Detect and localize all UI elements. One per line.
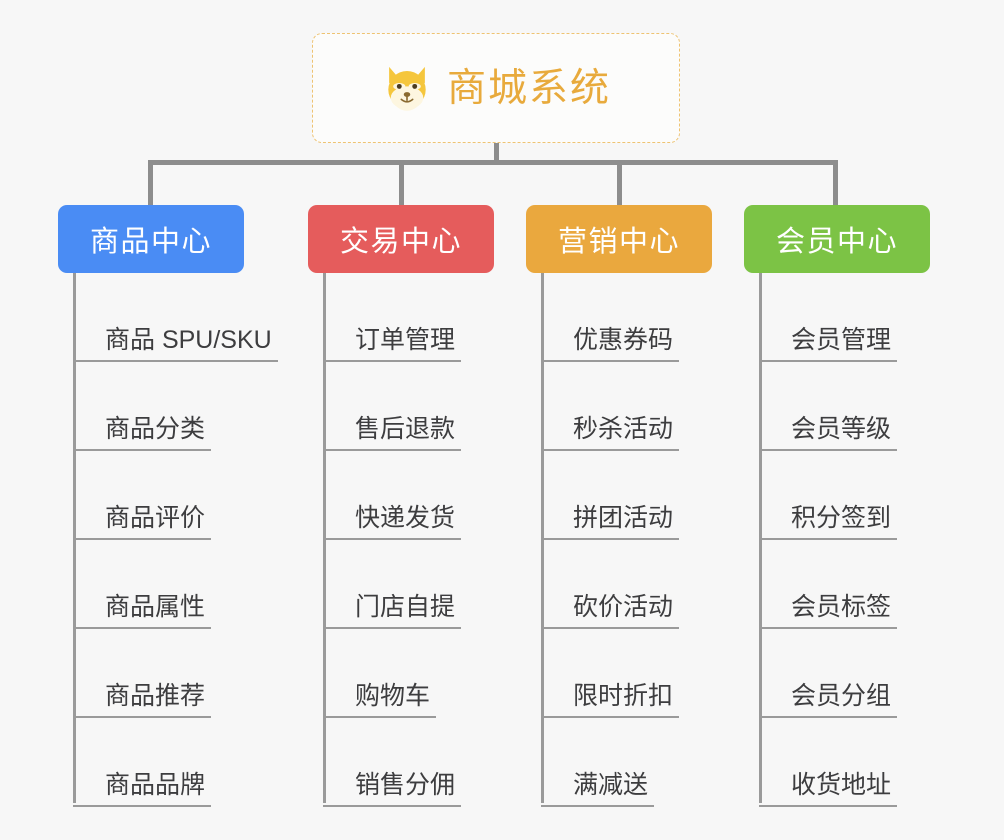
leaf-item[interactable]: 会员分组: [759, 629, 898, 718]
branch-header-label-2: 交易中心: [339, 226, 462, 258]
leaf-item[interactable]: 订单管理: [323, 273, 462, 362]
leaf-item[interactable]: 积分签到: [759, 451, 898, 540]
leaf-label: 快递发货: [323, 504, 462, 540]
branch-header-1[interactable]: 商品中心: [58, 205, 244, 273]
connector-root-stem: [494, 143, 499, 165]
leaf-item[interactable]: 商品分类: [73, 362, 278, 451]
connector-horizontal-bus: [149, 160, 837, 165]
leaf-label: 砍价活动: [541, 593, 680, 629]
leaf-item[interactable]: 销售分佣: [323, 718, 462, 807]
leaf-item[interactable]: 商品评价: [73, 451, 278, 540]
connector-drop-3: [617, 160, 622, 205]
leaf-item[interactable]: 售后退款: [323, 362, 462, 451]
branch-商品中心: 商品中心 商品 SPU/SKU 商品分类 商品评价 商品属性 商品推荐 商品品牌: [58, 205, 308, 807]
branch-header-2[interactable]: 交易中心: [308, 205, 494, 273]
leaf-label: 会员标签: [759, 593, 898, 629]
leaf-label: 售后退款: [323, 415, 462, 451]
leaf-item[interactable]: 优惠券码: [541, 273, 680, 362]
leaf-item[interactable]: 会员等级: [759, 362, 898, 451]
connector-drop-4: [833, 160, 838, 205]
leaf-label: 优惠券码: [541, 326, 680, 362]
root-title: 商城系统: [446, 66, 611, 110]
leaf-item[interactable]: 购物车: [323, 629, 461, 718]
leaf-label: 商品属性: [73, 593, 212, 629]
leaf-item[interactable]: 商品 SPU/SKU: [73, 273, 278, 362]
leaf-item[interactable]: 限时折扣: [541, 629, 680, 718]
leaf-label: 商品 SPU/SKU: [73, 326, 278, 362]
branch-spine-4: [759, 273, 762, 803]
leaf-item[interactable]: 会员管理: [759, 273, 898, 362]
leaf-label: 收货地址: [759, 771, 898, 807]
leaf-item[interactable]: 收货地址: [759, 718, 898, 807]
leaf-item[interactable]: 秒杀活动: [541, 362, 680, 451]
leaf-label: 会员管理: [759, 326, 898, 362]
shiba-dog-emoji-icon: [388, 66, 426, 111]
leaf-item[interactable]: 门店自提: [323, 540, 462, 629]
connector-drop-1: [148, 160, 153, 205]
leaf-item[interactable]: 会员标签: [759, 540, 898, 629]
leaf-label: 商品品牌: [73, 771, 212, 807]
branch-header-4[interactable]: 会员中心: [744, 205, 930, 273]
branch-spine-1: [73, 273, 76, 803]
branch-header-3[interactable]: 营销中心: [526, 205, 712, 273]
branch-spine-2: [323, 273, 326, 803]
branch-营销中心: 营销中心 优惠券码 秒杀活动 拼团活动 砍价活动 限时折扣 满减送: [526, 205, 744, 807]
leaf-label: 积分签到: [759, 504, 898, 540]
connector-drop-2: [399, 160, 404, 205]
branch-header-label-3: 营销中心: [557, 226, 680, 258]
leaf-list-4: 会员管理 会员等级 积分签到 会员标签 会员分组 收货地址: [759, 273, 898, 807]
leaf-item[interactable]: 满减送: [541, 718, 679, 807]
leaf-label: 拼团活动: [541, 504, 680, 540]
leaf-item[interactable]: 商品推荐: [73, 629, 278, 718]
leaf-list-3: 优惠券码 秒杀活动 拼团活动 砍价活动 限时折扣 满减送: [541, 273, 680, 807]
leaf-label: 限时折扣: [541, 682, 680, 718]
leaf-list-1: 商品 SPU/SKU 商品分类 商品评价 商品属性 商品推荐 商品品牌: [73, 273, 278, 807]
leaf-label: 商品推荐: [73, 682, 212, 718]
leaf-item[interactable]: 商品属性: [73, 540, 278, 629]
leaf-item[interactable]: 快递发货: [323, 451, 462, 540]
leaf-label: 商品评价: [73, 504, 212, 540]
branch-spine-3: [541, 273, 544, 803]
leaf-label: 秒杀活动: [541, 415, 680, 451]
branch-会员中心: 会员中心 会员管理 会员等级 积分签到 会员标签 会员分组 收货地址: [744, 205, 964, 807]
leaf-label: 购物车: [323, 682, 437, 718]
leaf-item[interactable]: 砍价活动: [541, 540, 680, 629]
leaf-item[interactable]: 商品品牌: [73, 718, 278, 807]
leaf-label: 商品分类: [73, 415, 212, 451]
leaf-label: 会员分组: [759, 682, 898, 718]
branch-header-label-1: 商品中心: [89, 226, 212, 258]
branch-header-label-4: 会员中心: [775, 226, 898, 258]
leaf-label: 订单管理: [323, 326, 462, 362]
leaf-item[interactable]: 拼团活动: [541, 451, 680, 540]
leaf-label: 满减送: [541, 771, 655, 807]
leaf-label: 会员等级: [759, 415, 898, 451]
leaf-list-2: 订单管理 售后退款 快递发货 门店自提 购物车 销售分佣: [323, 273, 462, 807]
leaf-label: 门店自提: [323, 593, 462, 629]
leaf-label: 销售分佣: [323, 771, 462, 807]
root-node[interactable]: 商城系统: [312, 33, 680, 143]
branch-交易中心: 交易中心 订单管理 售后退款 快递发货 门店自提 购物车 销售分佣: [308, 205, 526, 807]
